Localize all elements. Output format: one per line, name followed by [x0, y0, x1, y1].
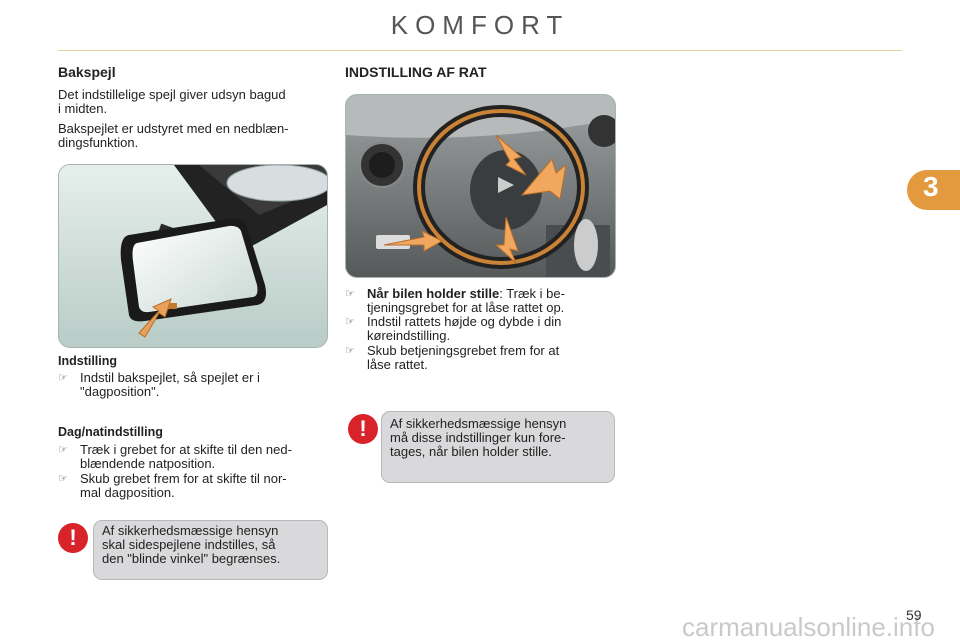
warning-box-mirrors: [93, 520, 328, 580]
header-divider: [58, 50, 902, 51]
text-line: Det indstillelige spejl giver udsyn bagu…: [58, 87, 286, 102]
warning-text-mirrors: Af sikkerhedsmæssige hensyn skal sidespe…: [102, 523, 281, 566]
watermark: carmanualsonline.info: [682, 612, 935, 642]
subheading-indstilling: Indstilling: [58, 354, 118, 368]
section-heading-rat: INDSTILLING AF RAT: [345, 64, 487, 80]
text-line: Bakspejlet er udstyret med en nedblæn-: [58, 121, 289, 136]
intro-paragraph-1: Det indstillelige spejl giver udsyn bagu…: [58, 88, 286, 116]
pointing-hand-icon: ☞: [345, 288, 355, 300]
exclamation-icon: !: [58, 523, 88, 553]
subheading-dagnat: Dag/natindstilling: [58, 425, 163, 439]
chapter-number: 3: [923, 171, 939, 202]
rearview-mirror-illustration: [58, 164, 328, 348]
pointing-hand-icon: ☞: [58, 444, 68, 456]
section-heading-bakspejl: Bakspejl: [58, 64, 116, 80]
pointing-hand-icon: ☞: [345, 345, 355, 357]
chapter-tab: [907, 170, 960, 210]
page-title: KOMFORT: [390, 10, 570, 40]
page-number: 59: [906, 607, 922, 623]
pointing-hand-icon: ☞: [345, 316, 355, 328]
warning-box-steering: [381, 411, 615, 483]
text-line: i midten.: [58, 101, 108, 116]
exclamation-icon: !: [348, 414, 378, 444]
warning-text-steering: Af sikkerhedsmæssige hensyn må disse ind…: [390, 416, 567, 459]
pointing-hand-icon: ☞: [58, 473, 68, 485]
text-line: dingsfunktion.: [58, 135, 139, 150]
steering-wheel-illustration: [345, 94, 616, 278]
pointing-hand-icon: ☞: [58, 372, 68, 384]
intro-paragraph-2: Bakspejlet er udstyret med en nedblæn- d…: [58, 122, 289, 150]
